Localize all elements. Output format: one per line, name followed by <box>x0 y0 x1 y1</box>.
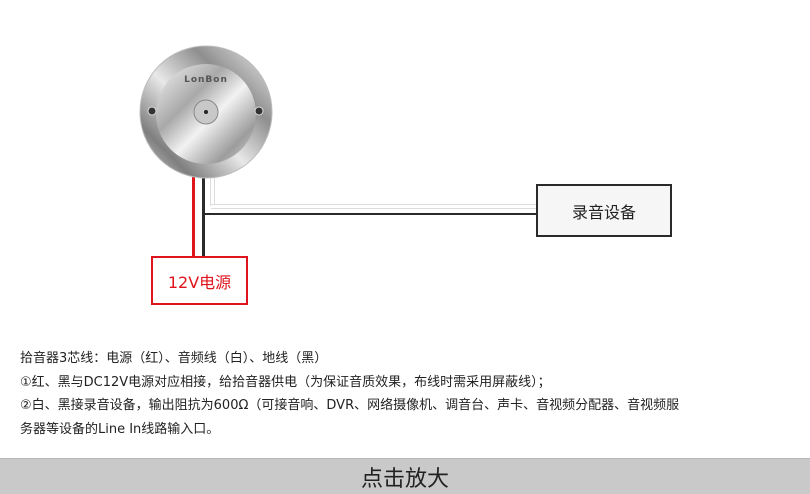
wiring-notes: 拾音器3芯线：电源（红）、音频线（白）、地线（黑） ①红、黑与DC12V电源对应… <box>20 347 679 441</box>
note-2-continued: 务器等设备的Line In线路输入口。 <box>20 421 220 437</box>
note-1: ①红、黑与DC12V电源对应相接，给拾音器供电（为保证音质效果，布线时需采用屏蔽… <box>20 374 551 390</box>
microphone-pickup-device: LonBon <box>139 45 273 179</box>
note-2: ②白、黑接录音设备，输出阻抗为600Ω（可接音响、DVR、网络摄像机、调音台、声… <box>20 398 680 413</box>
recording-device-box: 录音设备 <box>536 184 672 237</box>
black-ground-wire <box>202 165 205 257</box>
power-supply-label: 12V电源 <box>167 272 232 292</box>
black-ground-wire-horizontal <box>202 213 538 215</box>
red-power-wire <box>192 165 195 257</box>
power-supply-box: 12V电源 <box>151 256 248 305</box>
click-to-enlarge-label: 点击放大 <box>360 466 449 492</box>
recording-device-label: 录音设备 <box>571 202 636 222</box>
click-to-enlarge-button[interactable]: 点击放大 <box>0 458 810 494</box>
lonbon-logo: LonBon <box>184 75 228 85</box>
note-summary: 拾音器3芯线：电源（红）、音频线（白）、地线（黑） <box>20 351 328 366</box>
white-audio-wire <box>210 165 215 206</box>
white-audio-wire-horizontal <box>211 204 537 209</box>
